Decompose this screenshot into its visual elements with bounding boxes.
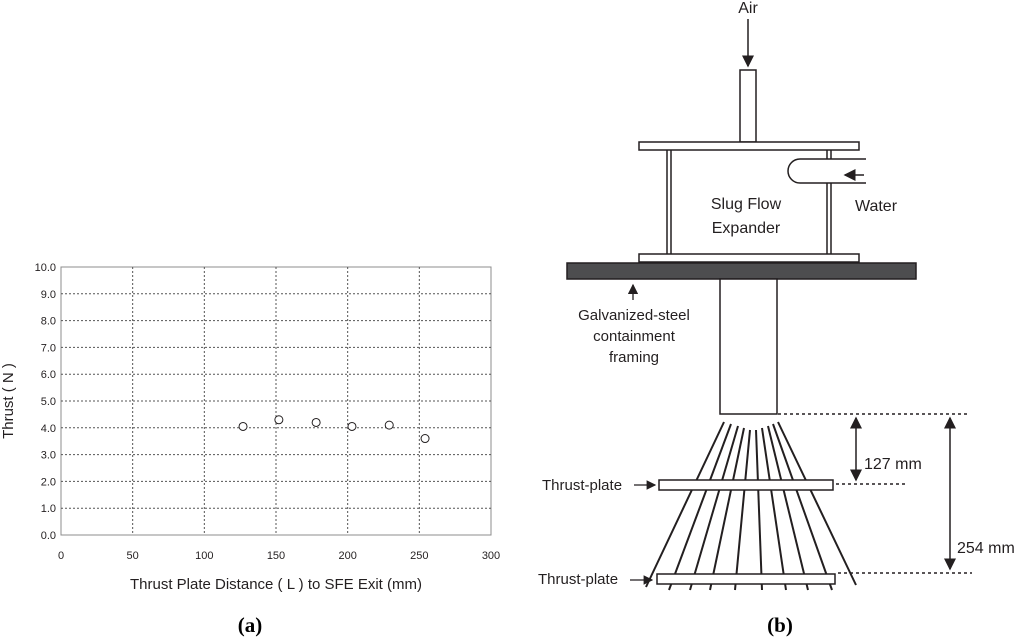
thrust-plate-1-label: Thrust-plate — [542, 477, 622, 494]
expander-top-plate — [638, 141, 860, 151]
water-inlet — [787, 158, 866, 184]
expander-label-line2: Expander — [712, 220, 781, 237]
thrust-plate-2 — [656, 573, 836, 585]
x-tick-label: 150 — [267, 550, 285, 562]
y-tick-label: 5.0 — [41, 396, 56, 408]
dim-254-label: 254 mm — [957, 540, 1015, 557]
framing-label-line3: framing — [609, 349, 659, 366]
y-tick-label: 2.0 — [41, 476, 56, 488]
x-tick-label: 300 — [482, 550, 500, 562]
panel-b-label: (b) — [767, 613, 793, 637]
y-tick-label: 1.0 — [41, 503, 56, 515]
y-tick-label: 10.0 — [35, 262, 56, 274]
dimension-guides — [778, 413, 972, 574]
y-axis-label: Thrust ( N ) — [0, 363, 17, 439]
y-tick-label: 8.0 — [41, 316, 56, 328]
y-tick-labels: 0.0 1.0 2.0 3.0 4.0 5.0 6.0 7.0 8.0 9.0 10.0 — [35, 262, 56, 542]
thrust-plate-2-label: Thrust-plate — [538, 571, 618, 588]
exit-nozzle — [719, 278, 778, 415]
x-axis-label: Thrust Plate Distance ( L ) to SFE Exit … — [130, 576, 422, 593]
y-tick-label: 4.0 — [41, 423, 56, 435]
y-tick-label: 7.0 — [41, 342, 56, 354]
y-tick-label: 6.0 — [41, 369, 56, 381]
data-point — [384, 420, 394, 430]
thrust-plate-1 — [658, 479, 834, 491]
data-points — [238, 415, 430, 444]
containment-framing — [566, 262, 917, 280]
data-point — [420, 434, 430, 444]
chart-grid — [61, 267, 491, 535]
air-label: Air — [738, 0, 758, 17]
y-tick-label: 3.0 — [41, 450, 56, 462]
y-tick-label: 0.0 — [41, 530, 56, 542]
expander-label-line1: Slug Flow — [711, 196, 782, 213]
x-tick-label: 0 — [58, 550, 64, 562]
apparatus-diagram: Air Water Slug Flow Expander Galvanized-… — [538, 0, 1015, 591]
spray-jets — [645, 421, 857, 591]
x-tick-label: 100 — [195, 550, 213, 562]
x-tick-labels: 0 50 100 150 200 250 300 — [58, 550, 500, 562]
x-tick-label: 50 — [127, 550, 139, 562]
x-tick-label: 200 — [338, 550, 356, 562]
y-tick-label: 9.0 — [41, 289, 56, 301]
data-point — [311, 417, 321, 427]
data-point — [274, 415, 284, 425]
panel-a-label: (a) — [238, 613, 263, 637]
data-point — [347, 421, 357, 431]
water-label: Water — [855, 198, 898, 215]
dim-127-label: 127 mm — [864, 456, 922, 473]
framing-label-line2: containment — [593, 328, 676, 345]
air-inlet-pipe — [739, 69, 757, 143]
thrust-chart: 0.0 1.0 2.0 3.0 4.0 5.0 6.0 7.0 8.0 9.0 10.0 0 50 10… — [0, 262, 500, 593]
x-tick-label: 250 — [410, 550, 428, 562]
framing-label-line1: Galvanized-steel — [578, 307, 690, 324]
data-point — [238, 421, 248, 431]
expander-bottom-plate — [638, 253, 860, 263]
